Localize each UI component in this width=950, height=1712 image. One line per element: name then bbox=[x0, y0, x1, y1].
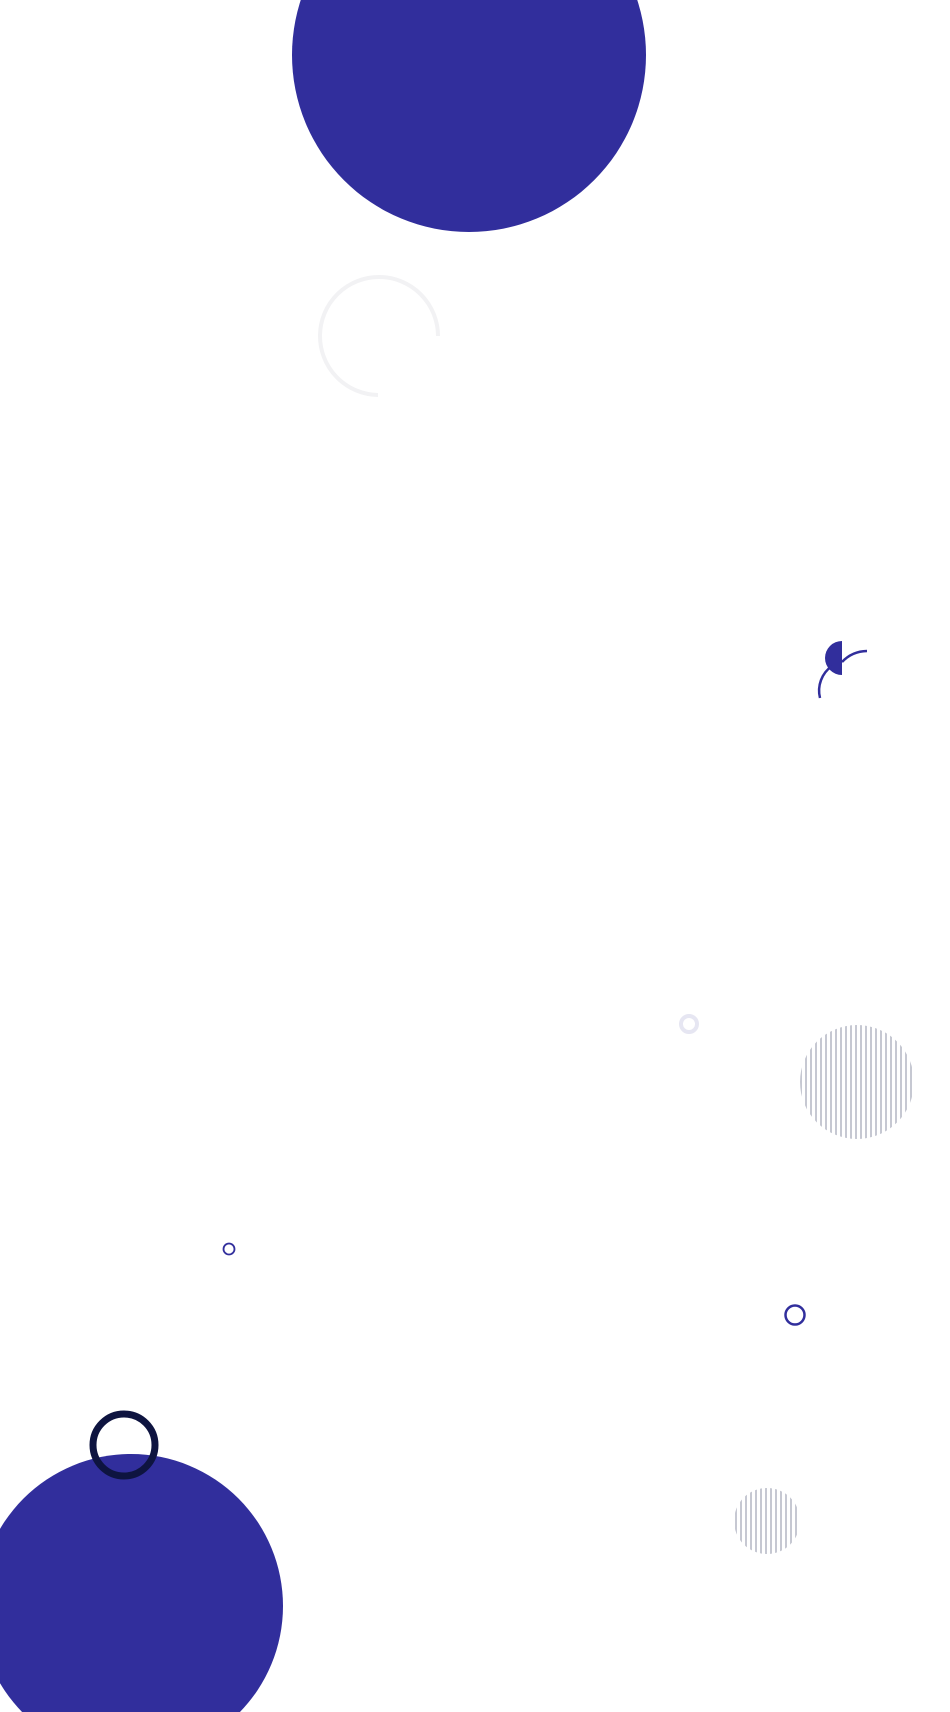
small-ring-right bbox=[784, 1304, 806, 1326]
bottom-blob-circle bbox=[0, 1454, 283, 1712]
half-circle-with-arcs bbox=[817, 641, 868, 699]
navy-ring bbox=[89, 1410, 159, 1480]
hatched-circle-small bbox=[734, 1488, 800, 1554]
tiny-ring-left bbox=[222, 1242, 236, 1256]
faint-arc-ring bbox=[318, 275, 440, 397]
half-circle bbox=[825, 641, 842, 675]
hatched-circle-large bbox=[800, 1025, 914, 1139]
top-blob-circle bbox=[292, 0, 646, 232]
soft-small-ring bbox=[679, 1014, 699, 1034]
arc-lower bbox=[817, 664, 833, 699]
arc-upper bbox=[841, 649, 868, 663]
